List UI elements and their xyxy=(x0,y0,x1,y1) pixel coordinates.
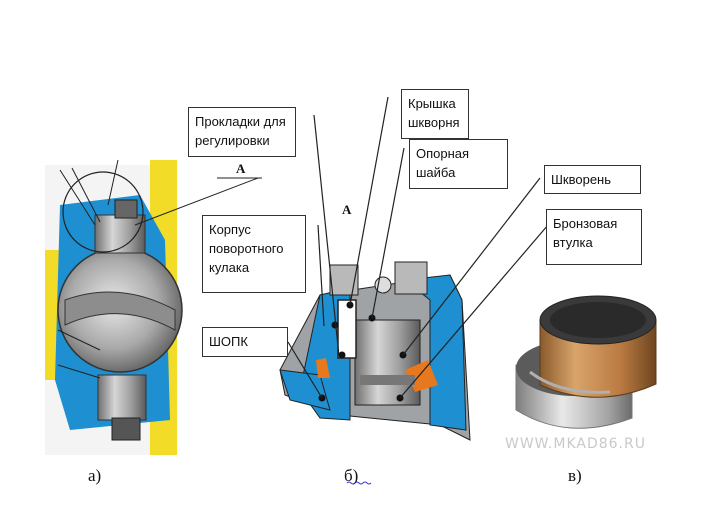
marker-a-left: A xyxy=(236,161,246,176)
marker-a-center: A xyxy=(342,202,352,217)
leader-lines xyxy=(287,96,549,399)
label-adjustment-shims: Прокладки для регулировки xyxy=(188,107,296,157)
label-shopk: ШОПК xyxy=(202,327,288,357)
label-knuckle-body: Корпус поворотного кулака xyxy=(202,215,306,293)
caption-c: в) xyxy=(568,466,582,485)
illustration-b xyxy=(279,261,471,441)
caption-squiggle xyxy=(346,481,372,485)
illustration-c xyxy=(515,295,657,429)
label-kingpin-cap: Крышка шкворня xyxy=(401,89,469,139)
watermark: WWW.MKAD86.RU xyxy=(505,436,646,452)
illustration-a xyxy=(45,159,259,455)
label-bronze-bushing: Бронзовая втулка xyxy=(546,209,642,265)
caption-b: б) xyxy=(344,466,359,485)
caption-a: а) xyxy=(88,466,102,485)
label-kingpin: Шкворень xyxy=(544,165,641,194)
label-support-washer: Опорная шайба xyxy=(409,139,508,189)
